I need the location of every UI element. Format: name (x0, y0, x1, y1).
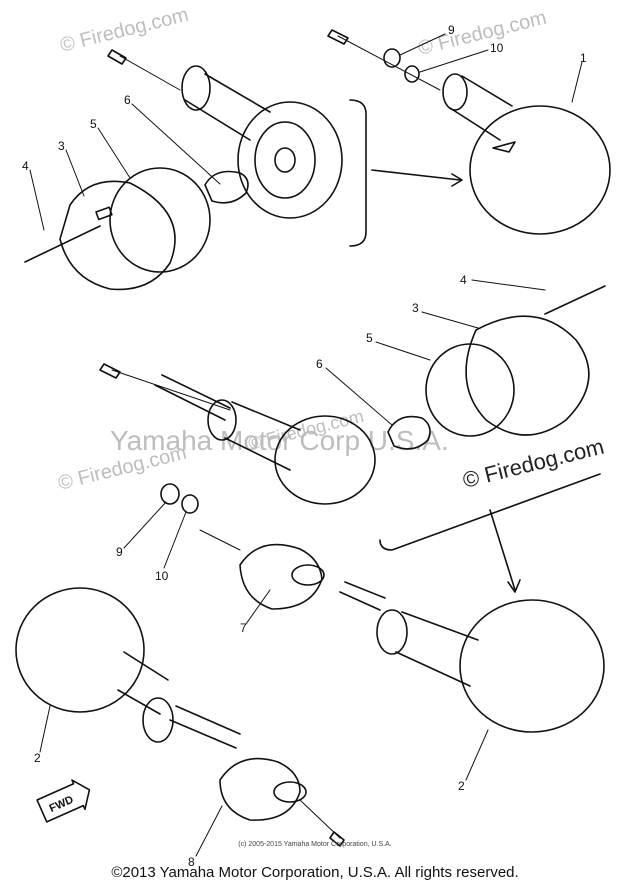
leader-5-mid (375, 341, 431, 361)
lamp-socket-plate (254, 121, 316, 199)
bracket-hole (273, 781, 307, 803)
wire-connector (327, 29, 349, 45)
wire-connector (329, 831, 345, 847)
lens-screw (24, 225, 101, 263)
callout-3-top: 3 (58, 139, 65, 153)
assembly-arrow (371, 169, 461, 181)
leader-3-mid (421, 311, 479, 329)
callout-5-mid: 5 (366, 331, 373, 345)
lamp-wire (111, 369, 231, 411)
callout-6-mid: 6 (316, 357, 323, 371)
threaded-stud (154, 374, 231, 421)
leader-10-low (163, 511, 187, 569)
leader-7 (245, 589, 271, 625)
lamp-housing (274, 415, 376, 505)
leader-6-mid (325, 367, 393, 426)
callout-6-top: 6 (124, 93, 131, 107)
bulb (204, 170, 249, 204)
nut (160, 483, 180, 505)
wire-connector (107, 49, 127, 65)
threaded-stud (169, 705, 241, 749)
leader-9-top (399, 33, 446, 56)
callouts: 9 10 1 6 5 3 4 4 3 5 6 9 10 7 2 2 8 (22, 23, 587, 869)
leader-3-top (65, 149, 85, 197)
arrow-head (451, 173, 463, 187)
callout-2-left: 2 (34, 751, 41, 765)
lens-tab (95, 206, 113, 221)
lamp-housing (237, 101, 343, 219)
lamp-stem (224, 401, 301, 471)
lamp-stem (395, 611, 479, 687)
lamp-wire (337, 35, 441, 91)
socket-hole (274, 147, 296, 173)
callout-3-mid: 3 (412, 301, 419, 315)
middle-lamp-assembly (99, 285, 606, 505)
leader-4-mid (471, 279, 546, 291)
mount-bracket (219, 757, 301, 821)
assembly-bracket (379, 473, 601, 551)
lamp-wire (199, 529, 241, 551)
arrow-head (507, 579, 521, 593)
watermark-firedog-main: © Firedog.com (460, 434, 606, 493)
stem-flange (181, 65, 211, 111)
lamp-stem (449, 75, 513, 141)
leader-4-top (29, 169, 45, 231)
stem-flange (207, 399, 237, 441)
lamp-stem (117, 651, 169, 715)
gasket (109, 167, 211, 273)
gasket (425, 343, 515, 437)
lamp-housing (15, 587, 145, 713)
washer (181, 494, 199, 514)
lower-right-lamp (160, 483, 605, 733)
upper-left-lamp-assembly (24, 49, 343, 291)
callout-10-top: 10 (490, 41, 504, 55)
lamp-housing (459, 599, 605, 733)
lamp-stem (184, 73, 271, 141)
bracket-hole (291, 564, 325, 586)
lens-tab (492, 141, 516, 153)
lens-screw (544, 285, 606, 315)
lens (59, 180, 176, 291)
fwd-arrow: FWD (36, 779, 91, 823)
assembly-bracket (349, 99, 367, 247)
leader-2-right (465, 729, 489, 781)
wire-connector (99, 363, 121, 379)
lens (465, 315, 590, 436)
leader-10-top (419, 49, 489, 73)
leader-9-low (123, 501, 167, 549)
mount-bracket (239, 543, 323, 610)
leader-1 (571, 61, 583, 103)
threaded-stud (339, 581, 386, 611)
lamp-wire (119, 55, 181, 91)
copyright-small: (c) 2005-2015 Yamaha Motor Corporation, … (238, 841, 392, 848)
leader-2-left (39, 705, 51, 753)
callout-1: 1 (580, 51, 587, 65)
callout-9-low: 9 (116, 545, 123, 559)
bulb (387, 415, 431, 450)
assembly-arrow (489, 509, 516, 591)
callout-4-top: 4 (22, 159, 29, 173)
stem-flange (376, 609, 408, 655)
stem-flange (442, 73, 468, 111)
callout-2-right: 2 (458, 779, 465, 793)
fwd-arrow-outline (36, 779, 91, 823)
leader-6-top (131, 103, 221, 185)
washer (404, 65, 420, 83)
callout-8: 8 (188, 855, 195, 869)
nut (383, 48, 401, 68)
upper-right-lamp (327, 29, 611, 235)
lower-left-lamp (15, 587, 345, 847)
callout-9-top: 9 (448, 23, 455, 37)
stem-flange (142, 697, 174, 743)
leader-5-top (97, 127, 131, 179)
callout-7: 7 (240, 621, 247, 635)
watermark-firedog-top-left: © Firedog.com (58, 4, 191, 57)
lamp-housing (469, 105, 611, 235)
callout-5-top: 5 (90, 117, 97, 131)
callout-4-mid: 4 (460, 273, 467, 287)
leader-8 (195, 805, 223, 857)
copyright-footer: ©2013 Yamaha Motor Corporation, U.S.A. A… (111, 864, 519, 881)
callout-10-low: 10 (155, 569, 169, 583)
